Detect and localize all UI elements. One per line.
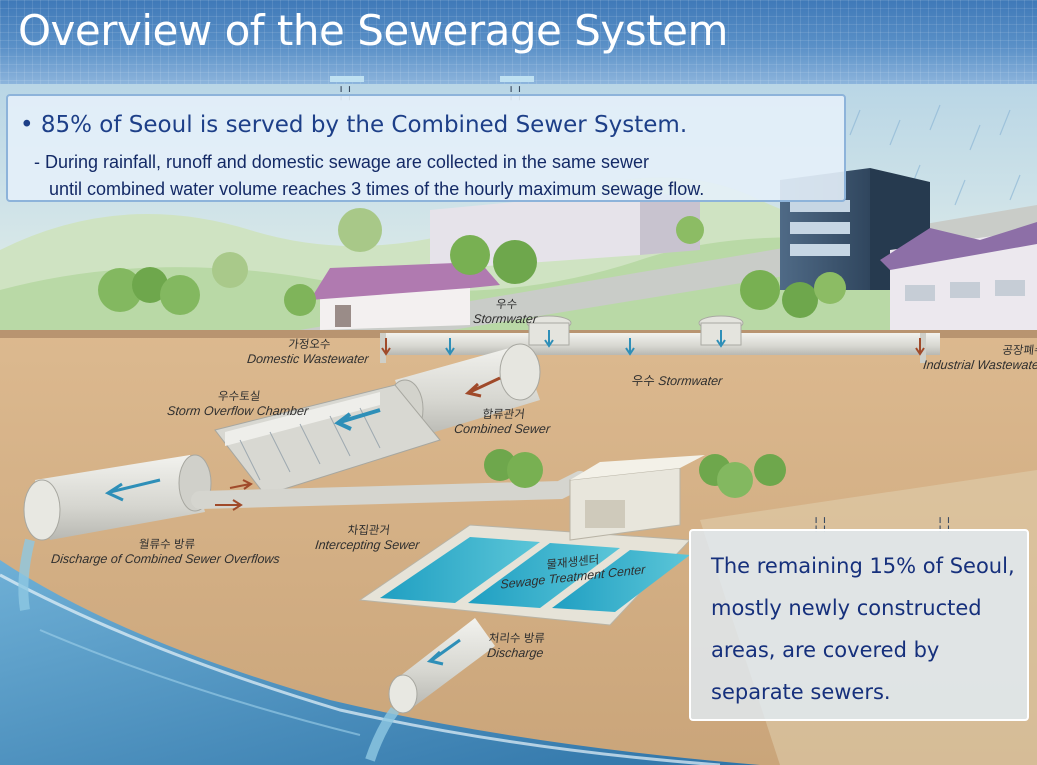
title-tab-mark — [500, 76, 534, 82]
inflow-arrows — [381, 330, 925, 356]
treated-discharge-pipe — [365, 618, 495, 762]
trees — [98, 208, 846, 318]
title-band — [0, 0, 1037, 84]
storm-overflow-chamber — [214, 384, 441, 496]
combined-sewer-statement: • 85% of Seoul is served by the Combined… — [20, 112, 688, 138]
sewage-treatment-center — [358, 455, 705, 626]
separate-sewer-text: The remaining 15% of Seoul, mostly newly… — [711, 554, 1015, 704]
separate-sewer-callout: The remaining 15% of Seoul, mostly newly… — [689, 529, 1029, 721]
house — [310, 262, 500, 330]
trees-near-plant — [484, 449, 786, 498]
page-title: Overview of the Sewerage System — [18, 6, 728, 55]
overflow-discharge-pipe — [18, 454, 212, 611]
combined-sewer-detail: - During rainfall, runoff and domestic s… — [34, 152, 705, 199]
label-stormwater-pipe: 우수 Stormwater — [631, 374, 723, 388]
combined-sewer-callout: • 85% of Seoul is served by the Combined… — [6, 94, 846, 202]
river — [0, 560, 760, 765]
factory-building — [880, 222, 1037, 330]
title-tab-mark — [330, 76, 364, 82]
